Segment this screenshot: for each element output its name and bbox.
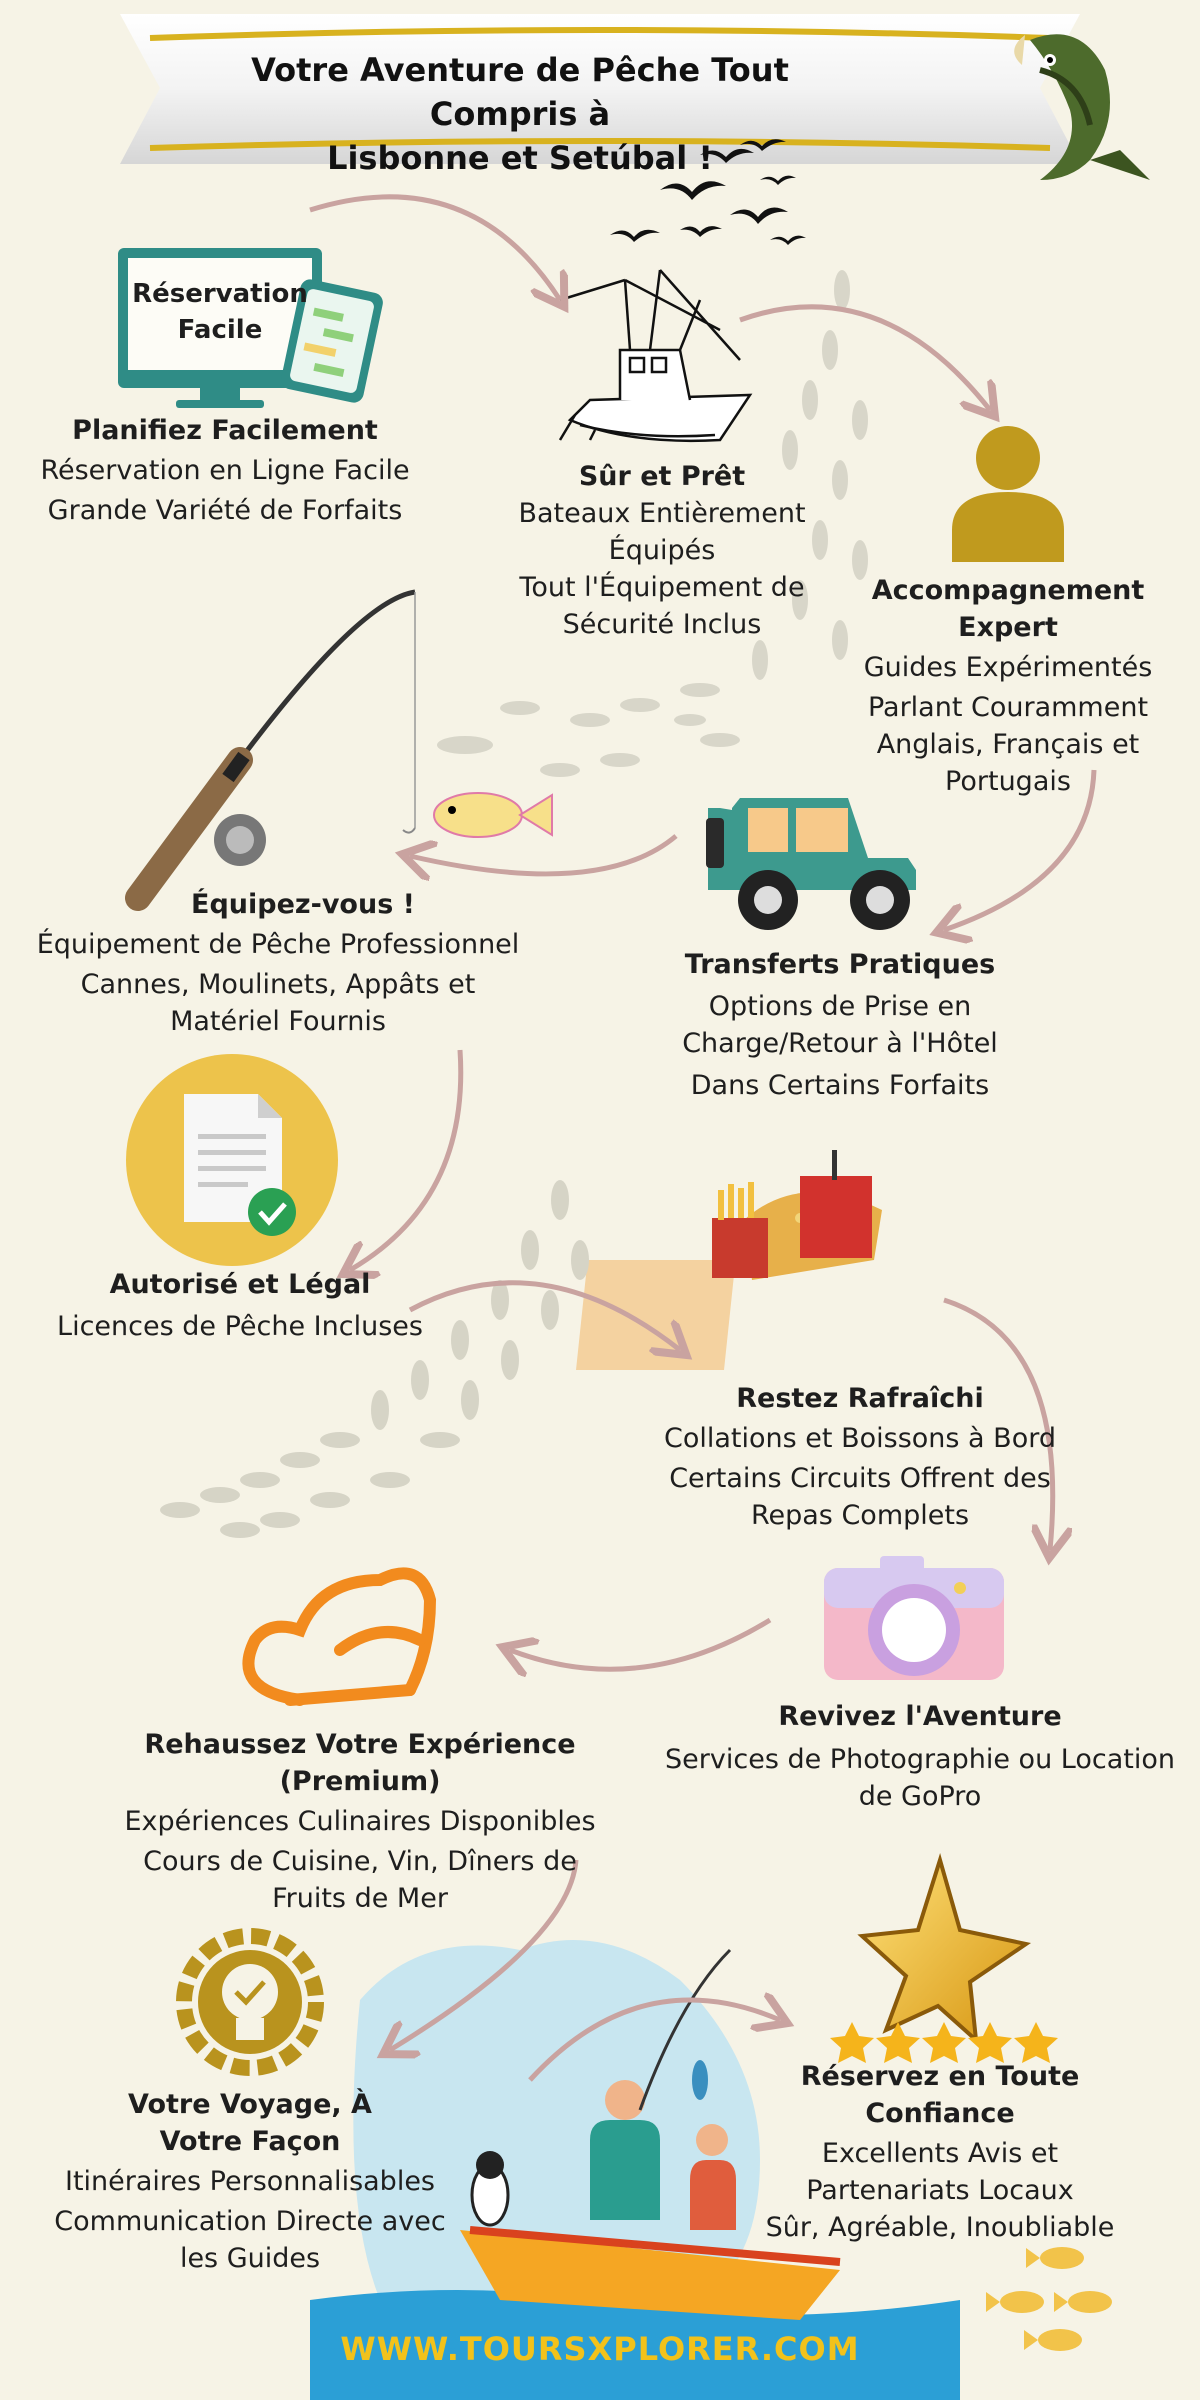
section-trust: Réservez en Toute Confiance Excellents A…	[760, 2058, 1120, 2246]
section-transfer-line1a: Options de Prise en	[708, 991, 972, 1022]
booking-monitor-icon	[118, 248, 322, 408]
small-fishes-icon	[986, 2247, 1112, 2351]
booking-monitor-label-line2: Facile	[177, 315, 263, 345]
section-photo: Revivez l'Aventure Services de Photograp…	[660, 1698, 1180, 1815]
section-premium-line1: Expériences Culinaires Disponibles	[124, 1806, 596, 1837]
section-premium-title-line1: Rehaussez Votre Expérience	[144, 1729, 576, 1760]
website-url[interactable]: WWW.TOURSXPLORER.COM	[340, 2330, 860, 2368]
section-photo-title: Revivez l'Aventure	[778, 1701, 1062, 1732]
birds-icon	[610, 139, 806, 245]
section-booking-title: Planifiez Facilement	[72, 415, 378, 446]
section-photo-line1a: Services de Photographie ou Location	[665, 1744, 1175, 1775]
section-refresh-line1: Collations et Boissons à Bord	[664, 1423, 1056, 1454]
section-equip-line2b: Matériel Fournis	[170, 1006, 386, 1037]
section-booking-line2: Grande Variété de Forfaits	[47, 495, 403, 526]
booking-monitor-label: Réservation Facile	[128, 276, 312, 348]
section-photo-line1b: de GoPro	[858, 1781, 982, 1812]
section-custom-title-line1: Votre Voyage, À	[128, 2089, 372, 2120]
section-custom: Votre Voyage, À Votre Façon Itinéraires …	[50, 2086, 450, 2277]
section-guide-line2a: Parlant Couramment	[867, 692, 1149, 723]
section-custom-line2a: Communication Directe avec	[54, 2206, 446, 2237]
section-safe-title: Sûr et Prêt	[578, 461, 746, 492]
page-title: Votre Aventure de Pêche Tout Compris à L…	[200, 48, 840, 180]
section-refresh-line2a: Certains Circuits Offrent des	[669, 1463, 1051, 1494]
section-safe-line1: Bateaux Entièrement Équipés	[518, 498, 806, 566]
section-premium: Rehaussez Votre Expérience (Premium) Exp…	[120, 1726, 600, 1917]
section-guide-line2c: Portugais	[945, 766, 1071, 797]
section-legal: Autorisé et Légal Licences de Pêche Incl…	[40, 1266, 440, 1345]
section-refresh-line2b: Repas Complets	[750, 1500, 970, 1531]
bass-fish-icon	[1014, 34, 1150, 181]
document-check-icon	[126, 1054, 338, 1266]
section-guide-title-line2: Expert	[958, 612, 1058, 643]
section-custom-line2b: les Guides	[179, 2243, 321, 2274]
person-icon	[952, 426, 1064, 562]
rating-stars	[830, 2022, 1058, 2063]
fishing-boat-icon	[558, 269, 753, 443]
section-guide-line2b: Anglais, Français et	[876, 729, 1140, 760]
section-guide-line1: Guides Expérimentés	[863, 652, 1153, 683]
section-refresh: Restez Rafraîchi Collations et Boissons …	[640, 1380, 1080, 1534]
page-title-line2: Lisbonne et Setúbal !	[327, 139, 713, 177]
section-booking-line1: Réservation en Ligne Facile	[40, 455, 410, 486]
section-trust-title-line2: Confiance	[865, 2098, 1015, 2129]
lightbulb-gear-icon	[176, 1928, 324, 2076]
section-premium-line2b: Fruits de Mer	[272, 1883, 448, 1914]
section-equip-line1: Équipement de Pêche Professionnel	[36, 929, 520, 960]
section-equip-title: Équipez-vous !	[191, 889, 415, 920]
phone-icon	[281, 279, 383, 403]
section-custom-line1: Itinéraires Personnalisables	[64, 2166, 435, 2197]
fishing-rod-icon	[125, 589, 416, 911]
fish-school-decoration-2	[160, 1180, 589, 1538]
section-transfer: Transferts Pratiques Options de Prise en…	[640, 946, 1040, 1104]
fish-school-decoration	[437, 270, 868, 777]
small-fish-icon	[433, 792, 553, 838]
section-safe-line2b: Sécurité Inclus	[562, 609, 762, 640]
section-trust-line1b: Partenariats Locaux	[806, 2175, 1074, 2206]
section-guide-title-line1: Accompagnement	[871, 575, 1145, 606]
section-legal-title: Autorisé et Légal	[109, 1269, 371, 1300]
section-safe-line2a: Tout l'Équipement de	[519, 572, 805, 603]
section-premium-title-line2: (Premium)	[279, 1766, 441, 1797]
section-legal-line1: Licences de Pêche Incluses	[57, 1311, 423, 1342]
jeep-icon	[706, 798, 916, 930]
section-transfer-line1b: Charge/Retour à l'Hôtel	[682, 1028, 998, 1059]
banner-ribbon	[120, 14, 1080, 164]
section-refresh-title: Restez Rafraîchi	[736, 1383, 984, 1414]
section-trust-line2: Sûr, Agréable, Inoubliable	[765, 2212, 1115, 2243]
section-equip-line2a: Cannes, Moulinets, Appâts et	[80, 969, 476, 1000]
section-custom-title-line2: Votre Façon	[159, 2126, 341, 2157]
section-booking: Planifiez Facilement Réservation en Lign…	[20, 412, 430, 529]
camera-icon	[824, 1556, 1004, 1680]
section-transfer-title: Transferts Pratiques	[684, 949, 996, 980]
section-equip: Équipez-vous ! Équipement de Pêche Profe…	[20, 886, 536, 1040]
section-safe: Sûr et Prêt Bateaux Entièrement Équipés …	[462, 458, 862, 643]
anglers-boat-icon	[310, 1940, 960, 2400]
fast-food-icon	[576, 1150, 882, 1370]
flow-arrows	[309, 194, 1097, 2082]
section-guide: Accompagnement Expert Guides Expérimenté…	[848, 572, 1168, 800]
section-transfer-line2: Dans Certains Forfaits	[690, 1070, 990, 1101]
chef-hat-icon	[242, 1567, 437, 1706]
gold-star-icon	[857, 1853, 1032, 2045]
page-title-line1: Votre Aventure de Pêche Tout Compris à	[251, 51, 789, 133]
section-trust-line1a: Excellents Avis et	[821, 2138, 1059, 2169]
section-trust-title-line1: Réservez en Toute	[800, 2061, 1080, 2092]
booking-monitor-label-line1: Réservation	[132, 279, 308, 309]
section-premium-line2a: Cours de Cuisine, Vin, Dîners de	[143, 1846, 577, 1877]
